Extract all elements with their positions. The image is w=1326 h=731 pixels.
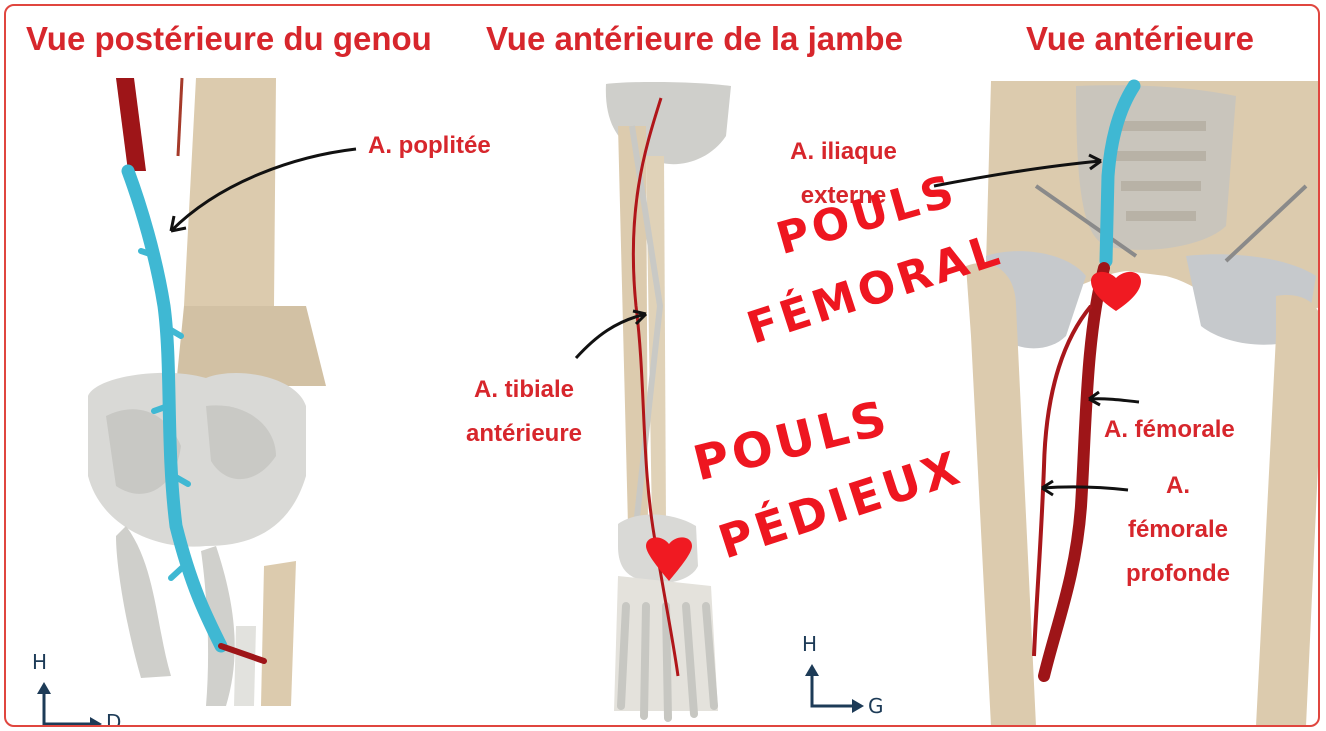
axis-indicator-middle xyxy=(805,664,864,713)
label-tibiale-anterieure: A. tibiale antérieure xyxy=(449,368,599,456)
axis-left-right-letter: D xyxy=(106,710,121,727)
label-femorale-profonde-line1: A. xyxy=(1112,464,1244,508)
label-iliaque-line1: A. iliaque xyxy=(776,130,911,174)
diagram-frame: Vue postérieure du genou Vue antérieure … xyxy=(4,4,1320,727)
title-posterior-knee: Vue postérieure du genou xyxy=(26,20,432,58)
axis-middle-right-letter: G xyxy=(868,694,884,718)
title-anterior: Vue antérieure xyxy=(1026,20,1254,58)
axis-left-up-letter: H xyxy=(32,650,47,674)
title-anterior-leg: Vue antérieure de la jambe xyxy=(486,20,903,58)
pelvis-illustration xyxy=(966,81,1320,726)
popliteal-artery-proximal xyxy=(116,78,146,171)
axis-indicator-left xyxy=(37,682,102,727)
label-femorale: A. fémorale xyxy=(1104,408,1235,452)
label-femorale-profonde-line3: profonde xyxy=(1112,552,1244,596)
label-tibiale-line1: A. tibiale xyxy=(449,368,599,412)
axis-middle-up-letter: H xyxy=(802,632,817,656)
anatomy-illustrations xyxy=(6,6,1320,727)
label-poplitee: A. poplitée xyxy=(368,124,491,168)
label-femorale-profonde: A. fémorale profonde xyxy=(1112,464,1244,596)
label-tibiale-line2: antérieure xyxy=(449,412,599,456)
label-femorale-profonde-line2: fémorale xyxy=(1112,508,1244,552)
